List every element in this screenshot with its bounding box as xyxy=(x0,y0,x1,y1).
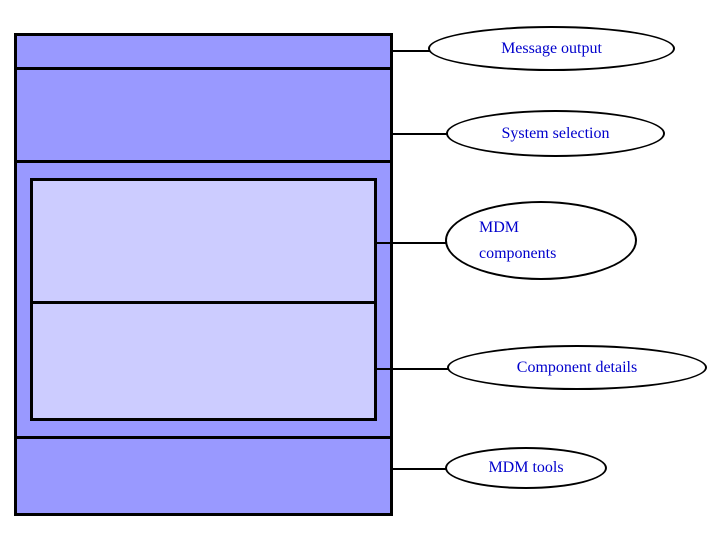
mdm-tools-region xyxy=(17,439,390,513)
callout-mdm-components: MDM components xyxy=(445,201,637,280)
message-output-region xyxy=(17,36,390,70)
ui-panel xyxy=(14,33,393,516)
callout-system-selection-label: System selection xyxy=(501,124,610,142)
components-inner-panel xyxy=(30,178,377,421)
components-list-pane xyxy=(33,181,374,304)
callout-component-details: Component details xyxy=(447,345,707,390)
system-selection-region xyxy=(17,70,390,163)
connector-line-component-details xyxy=(375,368,449,370)
callout-mdm-tools: MDM tools xyxy=(445,447,607,489)
mdm-components-region xyxy=(17,163,390,439)
connector-line-system-selection xyxy=(391,133,448,135)
callout-mdm-components-label: MDM components xyxy=(479,215,556,267)
connector-line-mdm-components xyxy=(375,242,447,244)
connector-line-mdm-tools xyxy=(391,468,447,470)
callout-mdm-components-line2: components xyxy=(479,244,557,262)
connector-line-message-output xyxy=(391,50,430,52)
callout-message-output-label: Message output xyxy=(501,39,602,57)
callout-mdm-components-line1: MDM xyxy=(479,218,520,236)
callout-system-selection: System selection xyxy=(446,110,665,157)
callout-component-details-label: Component details xyxy=(516,358,638,376)
callout-message-output: Message output xyxy=(428,26,675,71)
callout-mdm-tools-label: MDM tools xyxy=(488,459,564,477)
component-details-pane xyxy=(33,304,374,418)
